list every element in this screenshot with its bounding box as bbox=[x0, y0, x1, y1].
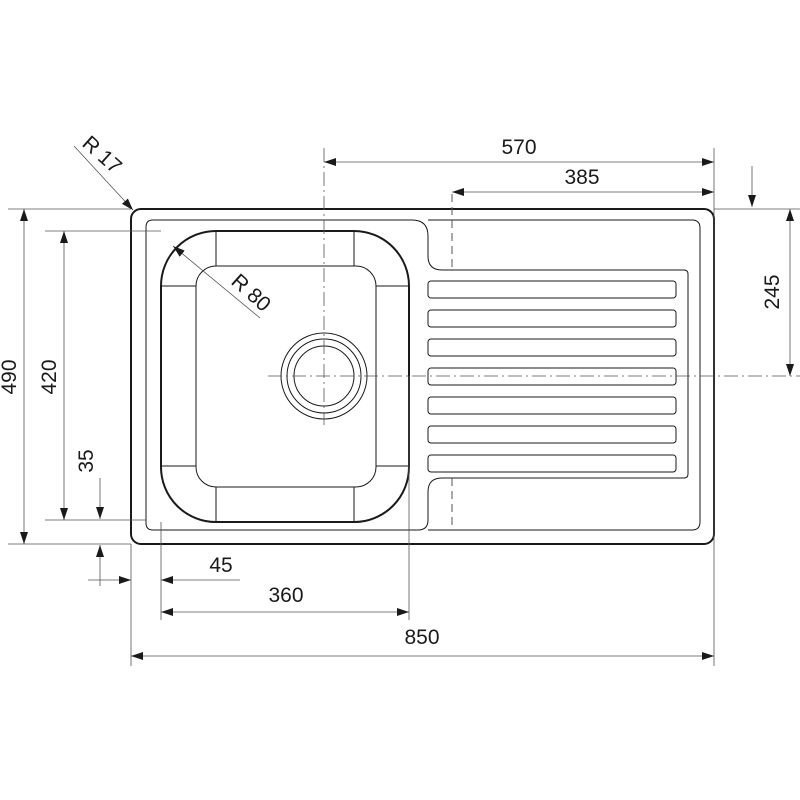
label-245: 245 bbox=[761, 274, 784, 309]
label-r17: R 17 bbox=[78, 132, 126, 179]
label-570: 570 bbox=[501, 136, 536, 159]
label-45: 45 bbox=[209, 554, 232, 577]
drainboard-rib bbox=[427, 367, 677, 386]
drainboard-rib bbox=[427, 338, 677, 357]
drainboard-rib bbox=[427, 309, 677, 328]
label-360: 360 bbox=[268, 584, 303, 607]
bowl-floor-edge bbox=[195, 265, 377, 488]
drainboard-rib bbox=[427, 280, 677, 299]
label-385: 385 bbox=[564, 166, 599, 189]
bowl-corner-lines bbox=[161, 231, 409, 522]
dimension-lines bbox=[20, 145, 794, 660]
label-35: 35 bbox=[75, 449, 98, 472]
drainboard-rib bbox=[427, 454, 677, 473]
label-850: 850 bbox=[404, 626, 439, 649]
sink-inner-rim-right bbox=[428, 219, 701, 531]
sink-outline bbox=[130, 208, 715, 545]
bowl bbox=[160, 230, 410, 523]
extension-lines bbox=[8, 148, 800, 666]
sink-inner-rim bbox=[145, 219, 689, 531]
drainboard-rib bbox=[427, 396, 677, 415]
label-490: 490 bbox=[0, 359, 21, 394]
dim-leader-r17 bbox=[73, 145, 134, 211]
dim-leader-r80 bbox=[172, 245, 261, 319]
drainboard-rib bbox=[427, 425, 677, 444]
label-r80: R 80 bbox=[227, 270, 275, 317]
sink-outer-rim bbox=[130, 208, 715, 545]
drainboard-ribs bbox=[427, 280, 677, 473]
bowl-outer-edge bbox=[160, 230, 410, 523]
centerlines bbox=[268, 148, 800, 530]
label-420: 420 bbox=[38, 359, 61, 394]
